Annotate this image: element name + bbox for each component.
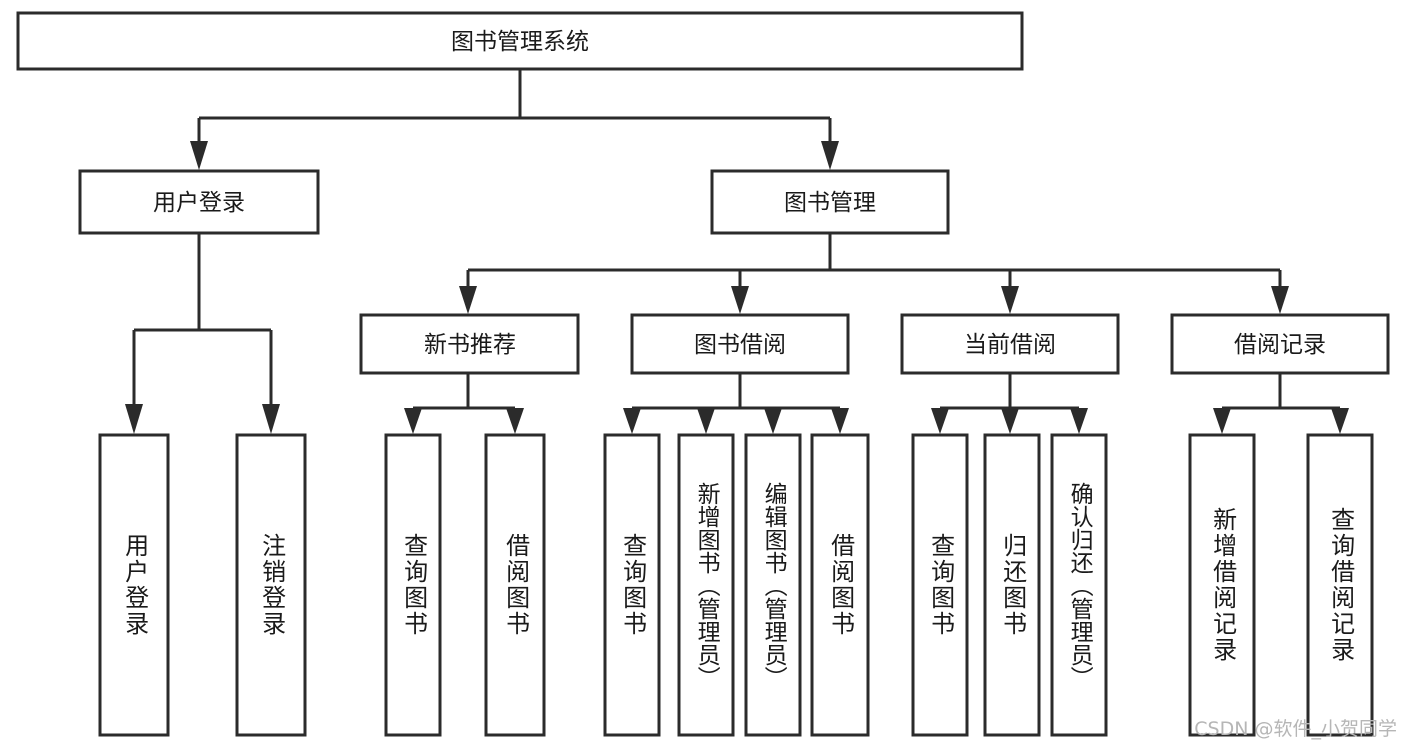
connector-group-new-book-rec <box>404 373 524 434</box>
node-query-book-2-box[interactable] <box>603 433 661 737</box>
arrow-head-borrow-book-2 <box>831 408 849 434</box>
node-query-book-3-box[interactable] <box>911 433 969 737</box>
node-edit-book-box[interactable] <box>744 433 802 737</box>
node-borrow-record-label: 借阅记录 <box>1234 332 1326 358</box>
node-user-logout-do-box[interactable] <box>235 433 307 737</box>
node-root-label: 图书管理系统 <box>451 29 589 55</box>
node-book-manage-box <box>710 169 950 235</box>
node-current-borrow[interactable]: 当前借阅 <box>900 313 1120 375</box>
connector-group-user-login <box>125 233 280 434</box>
node-return-book-box[interactable] <box>983 433 1041 737</box>
node-user-login[interactable]: 用户登录 <box>78 169 320 235</box>
arrow-head-query-book-2 <box>623 408 641 434</box>
node-book-borrow[interactable]: 图书借阅 <box>630 313 850 375</box>
node-borrow-record-box <box>1170 313 1390 375</box>
node-confirm-return-box[interactable] <box>1050 433 1108 737</box>
connector-group-book-borrow <box>623 373 849 434</box>
arrow-head-user-logout-do <box>262 404 280 434</box>
node-new-book-rec-box <box>359 313 580 375</box>
arrow-head-edit-book <box>764 408 782 434</box>
node-book-borrow-label: 图书借阅 <box>694 332 786 358</box>
arrow-head-return-book <box>1001 408 1019 434</box>
arrow-head-user-login-do <box>125 404 143 434</box>
node-book-borrow-box <box>630 313 850 375</box>
arrow-head-confirm-return <box>1070 408 1088 434</box>
arrow-head-query-book-3 <box>931 408 949 434</box>
node-add-borrow-record-box[interactable] <box>1188 433 1256 737</box>
arrow-head-add-book <box>697 408 715 434</box>
node-new-book-rec-label: 新书推荐 <box>424 332 516 358</box>
node-new-book-rec[interactable]: 新书推荐 <box>359 313 580 375</box>
leaf-boxes <box>98 433 1374 737</box>
arrow-head-query-book-1 <box>404 408 422 434</box>
arrow-head-borrow-book-1 <box>506 408 524 434</box>
node-root[interactable]: 图书管理系统 <box>16 11 1024 71</box>
arrow-head-borrow-record <box>1271 286 1289 314</box>
node-user-login-box <box>78 169 320 235</box>
connector-group-current-borrow <box>931 373 1088 434</box>
node-add-book-box[interactable] <box>677 433 735 737</box>
node-book-manage[interactable]: 图书管理 <box>710 169 950 235</box>
node-book-manage-label: 图书管理 <box>784 190 876 216</box>
arrow-head-query-borrow-record <box>1331 408 1349 434</box>
arrow-head-book-borrow <box>731 286 749 314</box>
arrow-head-new-book-rec <box>459 286 477 314</box>
node-borrow-book-1-box[interactable] <box>484 433 546 737</box>
connector-group-book-manage <box>459 233 1289 314</box>
connector-group-borrow-record <box>1213 373 1349 434</box>
node-user-login-do-box[interactable] <box>98 433 170 737</box>
node-query-borrow-record-box[interactable] <box>1306 433 1374 737</box>
node-current-borrow-box <box>900 313 1120 375</box>
node-root-box <box>16 11 1024 71</box>
arrow-head-current-borrow <box>1001 286 1019 314</box>
connector-group-root <box>190 69 839 170</box>
node-borrow-record[interactable]: 借阅记录 <box>1170 313 1390 375</box>
watermark-text: CSDN @软件_小贺同学 <box>1194 718 1397 740</box>
node-user-login-label: 用户登录 <box>153 190 245 216</box>
node-borrow-book-2-box[interactable] <box>810 433 870 737</box>
arrow-head-book-manage <box>821 141 839 170</box>
node-current-borrow-label: 当前借阅 <box>964 332 1056 358</box>
arrow-head-user-login <box>190 141 208 170</box>
node-query-book-1-box[interactable] <box>384 433 442 737</box>
arrow-head-add-borrow-record <box>1213 408 1231 434</box>
